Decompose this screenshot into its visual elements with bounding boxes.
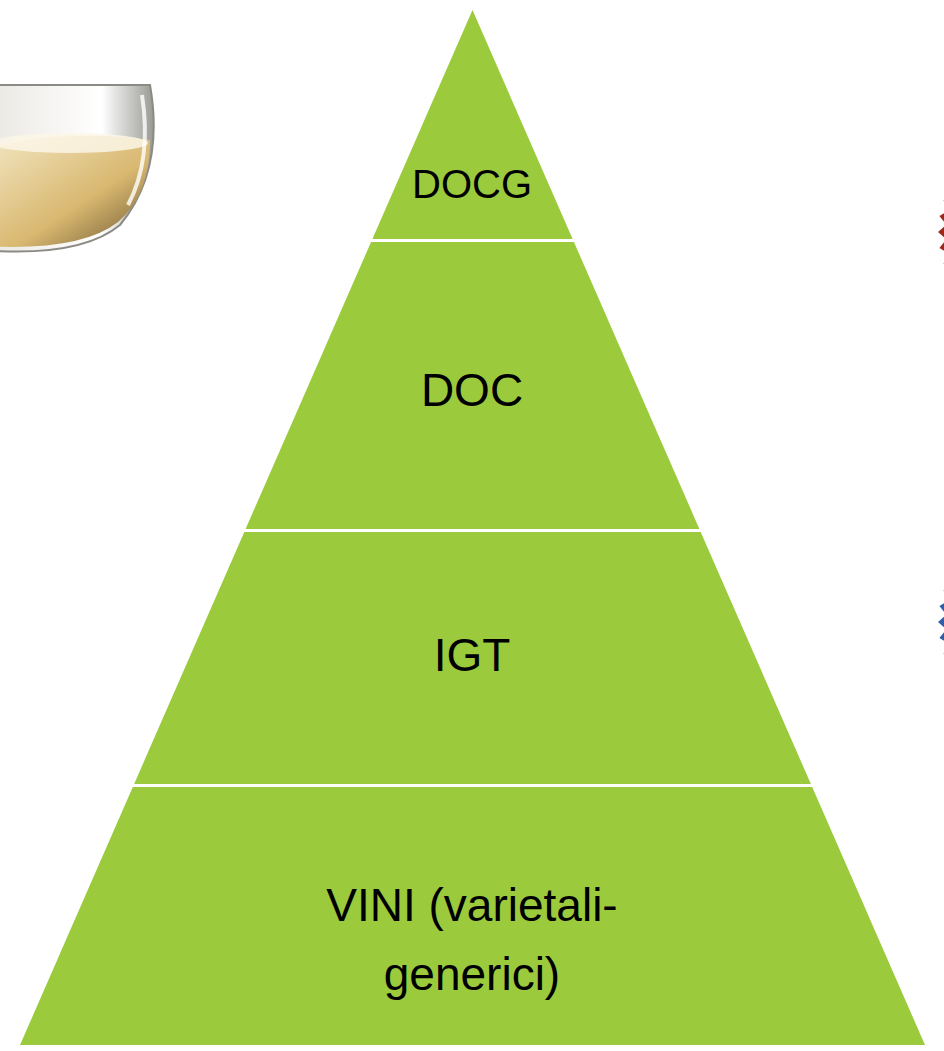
band-fill: [20, 787, 925, 1045]
band-label-wrap: VINI (varietali-generici): [20, 871, 925, 1009]
seal-badge: [938, 140, 944, 324]
wine-glass: [0, 85, 154, 252]
glass-highlight: [128, 95, 145, 205]
band-label-wrap: IGT: [20, 621, 925, 690]
pyramid-band: DOCG: [20, 10, 925, 239]
band-fill: [245, 242, 699, 529]
band-label-wrap: DOC: [20, 356, 925, 425]
pyramid-band: IGT: [20, 532, 925, 784]
badge-edge: [938, 140, 944, 324]
band-fill: [134, 532, 811, 784]
seal-badge: [938, 530, 944, 714]
band-label: VINI (varietali-generici): [262, 871, 682, 1009]
band-label: IGT: [434, 621, 511, 690]
band-label: DOC: [421, 356, 523, 425]
wine-surface: [0, 133, 148, 153]
badge-edge: [938, 530, 944, 714]
band-label: DOCG: [412, 154, 532, 214]
glass-bowl: [0, 85, 154, 252]
pyramid-band: DOC: [20, 242, 925, 529]
pyramid-band: VINI (varietali-generici): [20, 787, 925, 1045]
band-label-wrap: DOCG: [20, 154, 925, 214]
band-fill: [372, 10, 572, 239]
